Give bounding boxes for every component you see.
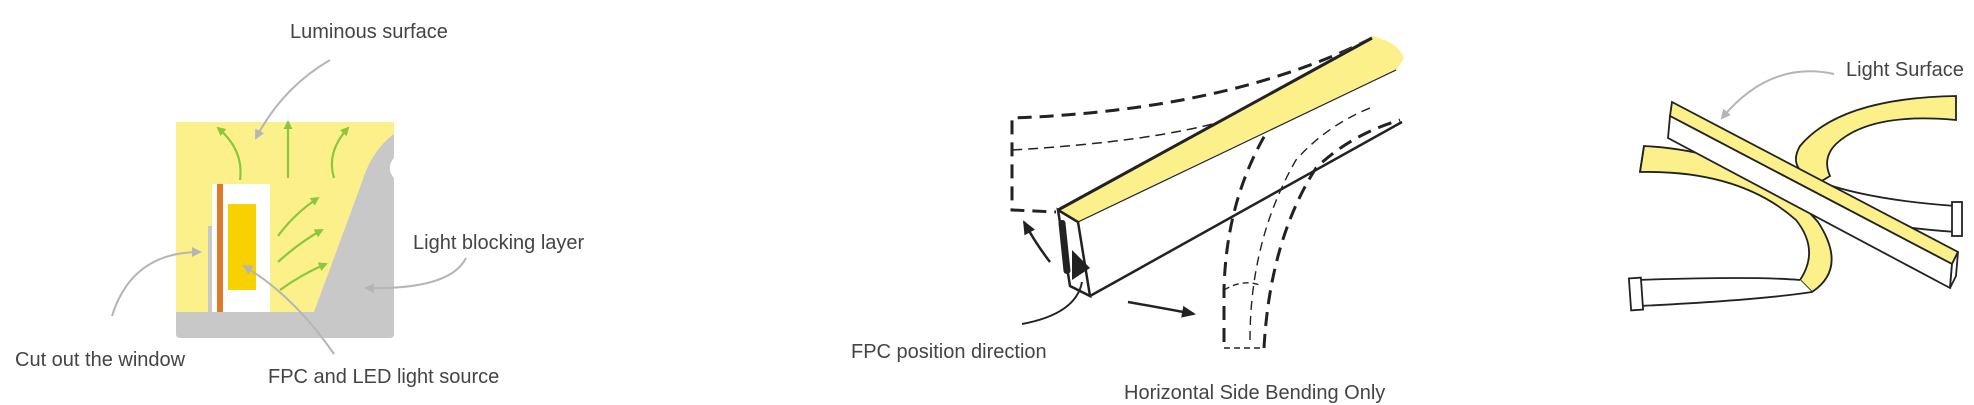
bent-outline-thin-dashed	[1011, 119, 1229, 151]
leader-fpc-led	[242, 264, 335, 355]
window-cutout	[176, 222, 208, 312]
leader-fpc-position	[1021, 281, 1083, 325]
cross-section-diagram: Luminous surface Light blocking layer Cu…	[15, 21, 585, 388]
label-light-surface: Light Surface	[1846, 59, 1964, 81]
led-chip	[228, 204, 256, 290]
vertical-bend-dashed-inner	[1262, 118, 1401, 349]
bend-direction-arrow	[1127, 300, 1196, 318]
strip-top-edge	[1057, 36, 1373, 212]
leader-luminous-surface	[255, 59, 331, 140]
vertical-bend-base-top	[1223, 282, 1263, 291]
bending-strip-diagram: FPC position direction Horizontal Side B…	[851, 36, 1404, 404]
curved-strip-right-end	[1951, 201, 1963, 237]
vertical-bend-dashed-outer	[1222, 129, 1270, 342]
leader-cut-out-window	[111, 247, 202, 317]
label-light-blocking-layer: Light blocking layer	[413, 232, 585, 254]
curved-strip-left-end	[1627, 276, 1645, 312]
light-arrow	[330, 126, 350, 179]
light-arrow	[277, 196, 320, 237]
crossed-strips-diagram: Light Surface	[1627, 59, 1964, 312]
curved-strip-right-top	[1795, 95, 1957, 183]
leader-light-surface	[1720, 70, 1835, 120]
label-horizontal-side-bending: Horizontal Side Bending Only	[1124, 382, 1385, 404]
fpc-direction-triangle	[1072, 250, 1090, 280]
bent-outline-dashed	[1010, 36, 1373, 214]
straight-strip-end	[1949, 251, 1959, 289]
label-cut-out-window: Cut out the window	[15, 349, 186, 371]
fpc-slot	[1058, 220, 1071, 274]
strip-top-face	[1058, 36, 1404, 222]
fpc-strip	[217, 184, 223, 312]
strip-bottom-edge	[1089, 120, 1403, 298]
label-luminous-surface: Luminous surface	[290, 21, 448, 43]
fpc-direction-arrow	[1022, 220, 1051, 263]
light-arrow	[279, 262, 328, 291]
vertical-bend-dashed-thin	[1249, 107, 1371, 341]
light-arrow	[277, 229, 324, 263]
label-fpc-led-source: FPC and LED light source	[268, 366, 499, 388]
strip-mid-edge	[1077, 69, 1397, 223]
leader-light-blocking	[364, 257, 467, 294]
light-arrow	[216, 126, 242, 181]
label-fpc-position-direction: FPC position direction	[851, 341, 1047, 363]
